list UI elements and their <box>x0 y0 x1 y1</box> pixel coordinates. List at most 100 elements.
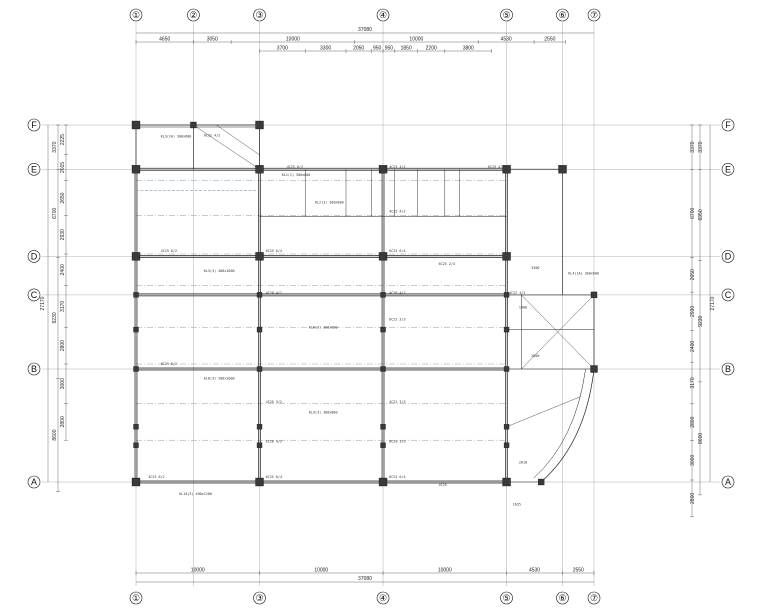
column-37 <box>590 291 598 299</box>
column-7 <box>133 442 139 448</box>
left-outer-label-0: 3370 <box>52 141 58 152</box>
axis-top-⑤-label: ⑤ <box>503 10 511 20</box>
annotation-33: 1400 <box>519 306 527 310</box>
axis-top-③-circle <box>253 8 266 22</box>
axis-top-⑥-circle <box>556 8 569 22</box>
annotation-21: 4C25 3/2 <box>266 400 282 404</box>
annotation-31: 1635 <box>513 503 521 507</box>
column-20 <box>380 326 386 333</box>
axis-top-④-label: ④ <box>379 10 387 20</box>
bottom-row-label-2: 10000 <box>438 568 452 574</box>
annotation-29: KL10(3) 400x1200 <box>179 492 212 496</box>
stair-diagonal-1 <box>193 124 260 170</box>
column-0 <box>131 165 141 174</box>
annotation-10: 6C25 6/4 <box>389 249 405 253</box>
right-outer-total: 27170 <box>710 296 716 310</box>
annotation-20: KL8(3) 500x1000 <box>204 377 235 381</box>
column-8 <box>255 165 264 174</box>
axis-left-F-label: F <box>31 120 37 130</box>
bottom-row-label-1: 10000 <box>314 568 328 574</box>
annotation-12: 6C25 2/4 <box>439 262 455 266</box>
column-24 <box>502 165 511 174</box>
axis-bottom-⑥-label: ⑥ <box>558 593 566 603</box>
column-26 <box>502 477 511 487</box>
axis-left-D-label: D <box>31 251 38 261</box>
annotation-16: KL6(3) 300x800 <box>309 325 338 329</box>
annotation-32: 2810 <box>519 461 527 465</box>
column-18 <box>378 477 388 487</box>
left-inner-label-3: 2930 <box>60 229 66 240</box>
axis-left-A-circle <box>27 475 41 489</box>
bottom-total-label: 37080 <box>358 576 372 582</box>
annotation-28: 6C25 6/4 <box>389 475 405 479</box>
right-outer-label-2: 9230 <box>698 315 704 326</box>
annotation-19: 6C25 6/2 <box>161 362 177 366</box>
top-row2-label-1: 3300 <box>320 46 331 52</box>
top-row2-label-4: 950 <box>385 46 394 52</box>
axis-left-D-circle <box>27 250 41 263</box>
top-row2-label-6: 2200 <box>426 46 437 52</box>
left-inner-label-1: 2015 <box>60 162 66 173</box>
top-row1-label-5: 2550 <box>544 37 555 43</box>
column-36 <box>590 365 598 373</box>
axis-bottom-③-label: ③ <box>255 593 263 603</box>
ramp-curve-inner <box>533 368 586 479</box>
left-inner-label-8: 2800 <box>60 416 66 427</box>
east-diag-2 <box>521 294 595 370</box>
top-row2-label-5: 1850 <box>401 46 412 52</box>
axis-right-B-label: B <box>725 364 731 374</box>
left-outer-label-2: 9230 <box>52 312 58 323</box>
ramp-rib-1 <box>506 396 581 427</box>
column-1 <box>131 252 141 261</box>
annotation-4: 4C25 4/2 <box>389 165 405 169</box>
column-21 <box>380 366 386 372</box>
axis-top-⑦-circle <box>587 8 601 22</box>
column-15 <box>256 442 263 448</box>
annotation-8: 4C25 6/2 <box>161 249 177 253</box>
annotation-15: 4C22 4/2 <box>509 291 525 295</box>
column-23 <box>380 442 386 448</box>
beam-lines <box>134 124 595 484</box>
axis-bottom-①-circle <box>129 591 143 605</box>
axis-right-E-label: E <box>725 164 731 174</box>
left-inner-label-6: 2800 <box>60 340 66 351</box>
column-22 <box>380 424 386 430</box>
right-outer-label-1: 6950 <box>698 209 704 220</box>
column-30 <box>503 424 510 430</box>
axis-left-C-circle <box>27 288 41 302</box>
axis-right-E-circle <box>721 162 735 176</box>
left-inner-label-0: 2225 <box>60 134 66 145</box>
column-6 <box>133 424 139 430</box>
axis-top-⑦-label: ⑦ <box>590 10 598 20</box>
axis-bottom-①-label: ① <box>132 593 140 603</box>
axis-top-①-label: ① <box>132 10 140 20</box>
column-11 <box>256 292 263 298</box>
top-row2-label-3: 950 <box>373 46 382 52</box>
ramp-curve-outer <box>540 368 595 483</box>
axis-top-①-circle <box>129 8 143 22</box>
bottom-row-label-3: 4530 <box>529 568 540 574</box>
annotation-17: 6C22 3/3 <box>389 317 405 321</box>
annotation-30: 4C25 <box>439 483 447 487</box>
top-row2-label-7: 3800 <box>463 46 474 52</box>
axis-bottom-④-circle <box>376 591 390 605</box>
axis-top-⑥-label: ⑥ <box>558 10 566 20</box>
axis-left-E-label: E <box>31 164 37 174</box>
bottom-row-label-4: 2550 <box>573 568 584 574</box>
annotation-34: 2800 <box>531 354 539 358</box>
column-38 <box>537 478 545 486</box>
column-17 <box>378 252 388 261</box>
column-28 <box>503 326 510 333</box>
annotation-6: KL2(3) 300x800 <box>315 200 344 204</box>
axis-top-⑤-circle <box>500 8 513 22</box>
column-27 <box>503 292 510 298</box>
left-inner-label-2: 2650 <box>60 192 66 203</box>
column-13 <box>256 366 263 372</box>
top-row1-label-0: 4650 <box>159 37 170 43</box>
annotation-23: KL9(3) 300x800 <box>309 411 338 415</box>
column-31 <box>503 442 510 448</box>
top-total-label: 37080 <box>358 27 372 33</box>
